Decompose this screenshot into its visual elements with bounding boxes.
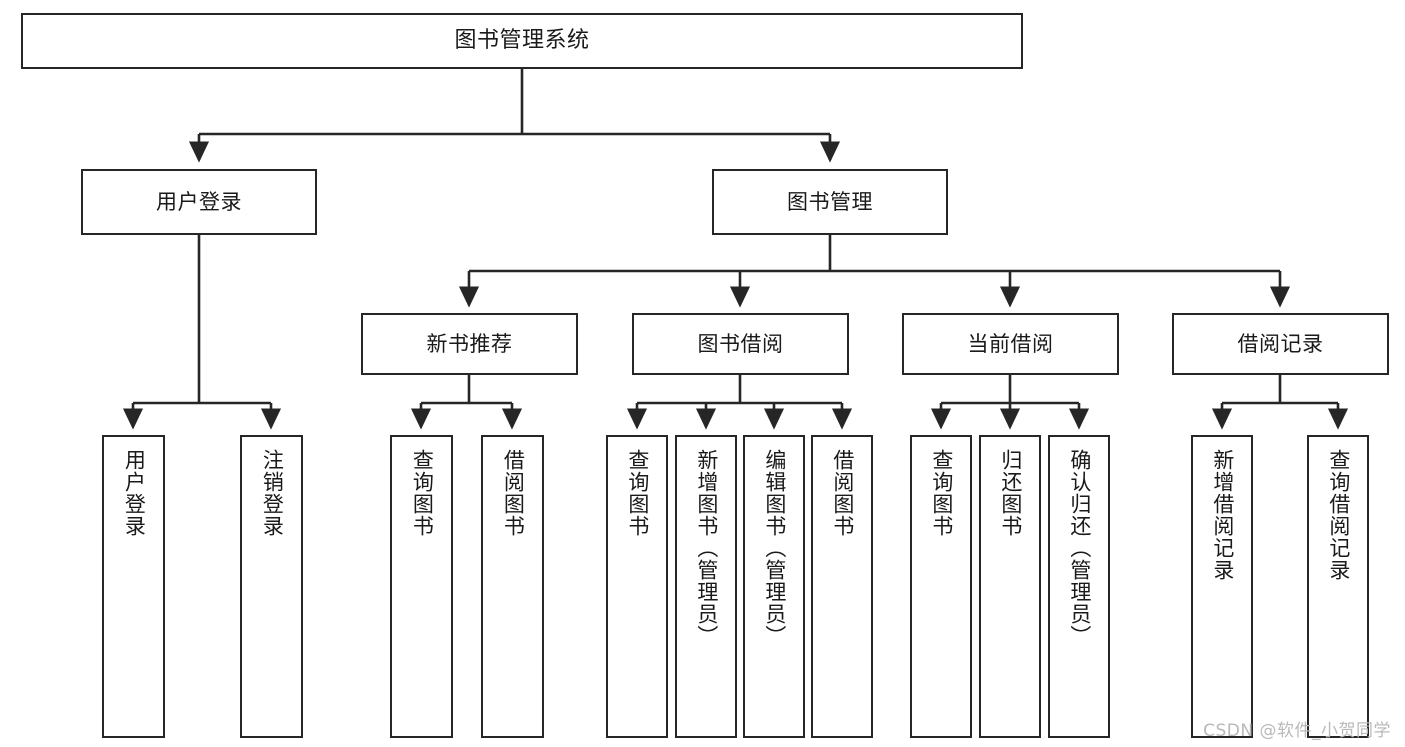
leaf-book-borrow-add-label: 新增图书（管理员）: [694, 449, 719, 647]
leaf-book-borrow-edit[interactable]: 编辑图书（管理员）: [743, 435, 805, 738]
leaf-book-borrow-query[interactable]: 查询图书: [606, 435, 668, 738]
node-book-management-label: 图书管理: [787, 189, 873, 214]
leaf-borrow-record-query[interactable]: 查询借阅记录: [1307, 435, 1369, 738]
node-borrow-record[interactable]: 借阅记录: [1172, 313, 1389, 375]
node-current-borrow[interactable]: 当前借阅: [902, 313, 1119, 375]
node-user-login-label: 用户登录: [156, 189, 242, 214]
leaf-book-borrow-add[interactable]: 新增图书（管理员）: [675, 435, 737, 738]
leaf-user-login-login[interactable]: 用户登录: [102, 435, 165, 738]
node-new-book-recommend-label: 新书推荐: [426, 331, 513, 356]
leaf-current-borrow-confirm[interactable]: 确认归还（管理员）: [1048, 435, 1110, 738]
leaf-book-borrow-query-label: 查询图书: [625, 449, 650, 537]
leaf-user-login-logout-label: 注销登录: [260, 449, 285, 537]
leaf-borrow-record-query-label: 查询借阅记录: [1326, 449, 1351, 581]
leaf-user-login-login-label: 用户登录: [122, 449, 147, 537]
leaf-current-borrow-return-label: 归还图书: [998, 449, 1023, 537]
node-book-borrow[interactable]: 图书借阅: [632, 313, 849, 375]
node-root[interactable]: 图书管理系统: [21, 13, 1023, 69]
node-new-book-recommend[interactable]: 新书推荐: [361, 313, 578, 375]
leaf-current-borrow-return[interactable]: 归还图书: [979, 435, 1041, 738]
leaf-borrow-record-add-label: 新增借阅记录: [1210, 449, 1235, 581]
leaf-current-borrow-confirm-label: 确认归还（管理员）: [1067, 449, 1092, 647]
leaf-user-login-logout[interactable]: 注销登录: [240, 435, 303, 738]
leaf-new-book-query-label: 查询图书: [410, 449, 435, 537]
leaf-current-borrow-query-label: 查询图书: [929, 449, 954, 537]
leaf-new-book-query[interactable]: 查询图书: [390, 435, 453, 738]
leaf-current-borrow-query[interactable]: 查询图书: [910, 435, 972, 738]
leaf-borrow-record-add[interactable]: 新增借阅记录: [1191, 435, 1253, 738]
node-user-login[interactable]: 用户登录: [81, 169, 317, 235]
leaf-book-borrow-borrow-label: 借阅图书: [830, 449, 855, 537]
node-book-borrow-label: 图书借阅: [697, 331, 784, 356]
leaf-book-borrow-edit-label: 编辑图书（管理员）: [762, 449, 787, 647]
node-book-management[interactable]: 图书管理: [712, 169, 948, 235]
node-borrow-record-label: 借阅记录: [1237, 331, 1324, 356]
leaf-new-book-borrow[interactable]: 借阅图书: [481, 435, 544, 738]
node-current-borrow-label: 当前借阅: [967, 331, 1054, 356]
leaf-book-borrow-borrow[interactable]: 借阅图书: [811, 435, 873, 738]
leaf-new-book-borrow-label: 借阅图书: [501, 449, 526, 537]
node-root-label: 图书管理系统: [454, 28, 590, 54]
